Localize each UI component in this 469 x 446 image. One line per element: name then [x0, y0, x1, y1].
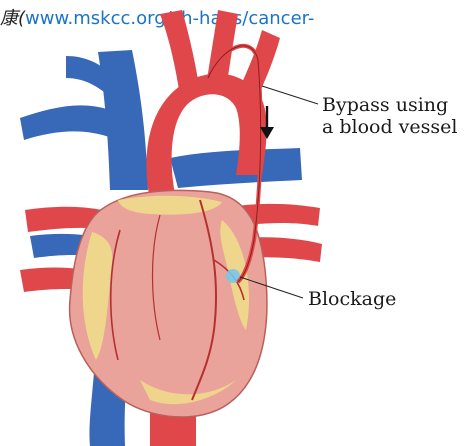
bypass-leader-line — [262, 86, 318, 104]
bypass-label: Bypass using a blood vessel — [322, 94, 458, 138]
pulmonary-artery-right — [170, 148, 302, 188]
bypass-label-line1: Bypass using — [322, 94, 458, 116]
arch-branch-1 — [160, 10, 200, 96]
brachiocephalic-vein-left — [20, 105, 112, 140]
bypass-label-line2: a blood vessel — [322, 116, 458, 138]
blockage-label: Blockage — [308, 288, 396, 310]
